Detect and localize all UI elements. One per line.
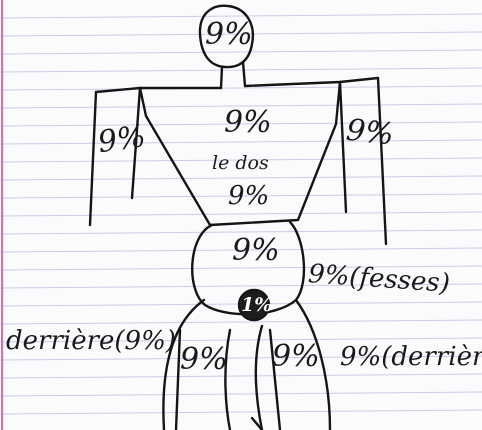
abdomen-percent-label: 9% (232, 236, 280, 266)
genitals-percent-label: 1% (241, 296, 272, 315)
right-arm-percent-label: 9% (345, 116, 395, 151)
right-leg-front-percent-label: 9% (272, 342, 320, 372)
back-text-label: le dos (212, 154, 269, 173)
chest-percent-label: 9% (224, 108, 272, 138)
right-leg-back-label: 9%(derrière) (340, 344, 482, 370)
shoulder-line-right (245, 78, 378, 86)
left-leg-front-percent-label: 9% (180, 345, 228, 375)
left-arm-percent-label: 9% (96, 122, 147, 158)
right-arm-outline (340, 78, 386, 244)
head-percent-label: 9% (205, 20, 253, 50)
back-percent-label: 9% (228, 183, 269, 209)
left-leg-back-label: derrière(9%) (6, 328, 176, 354)
